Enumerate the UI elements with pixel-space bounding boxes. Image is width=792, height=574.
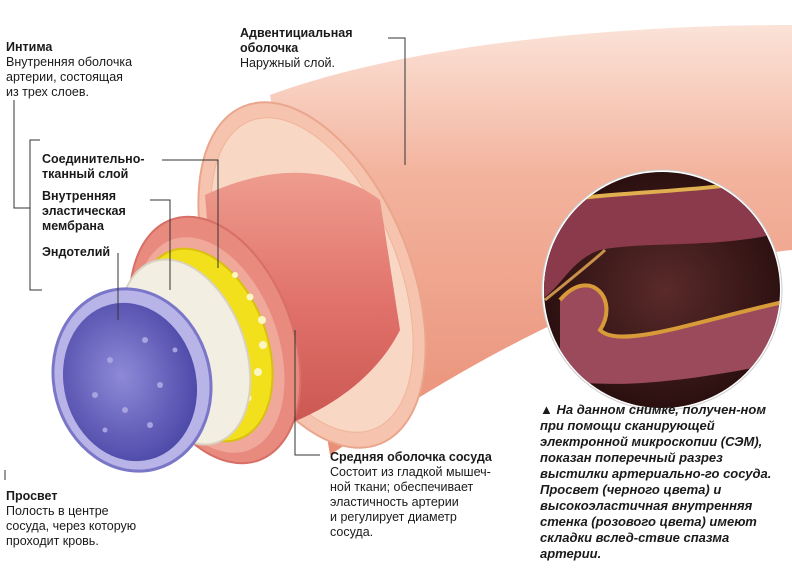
label-endothelium: Эндотелий [42, 245, 111, 259]
lumen-desc: Полость в центре сосуда, через которую п… [6, 504, 137, 548]
label-connective-tissue: Соединительно- тканный слой [42, 152, 145, 181]
label-internal-elastic-membrane: Внутренняя эластическая мембрана [42, 189, 126, 233]
label-lumen: Просвет Полость в центре сосуда, через к… [6, 489, 136, 549]
adventitia-desc: Наружный слой. [240, 56, 335, 70]
leader-lines [4, 37, 406, 480]
label-media: Средняя оболочка сосуда Состоит из гладк… [330, 450, 492, 540]
lumen-title: Просвет [6, 489, 58, 503]
intima-desc: Внутренняя оболочка артерии, состоящая и… [6, 55, 133, 99]
media-title: Средняя оболочка сосуда [330, 450, 492, 464]
sem-caption: ▲ На данном снимке, получен-ном при помо… [540, 402, 772, 561]
label-adventitia: Адвентициальная оболочка Наружный слой. [240, 26, 353, 71]
adventitia-title: Адвентициальная оболочка [240, 26, 353, 55]
sem-micrograph [541, 169, 783, 411]
label-intima: Интима Внутренняя оболочка артерии, сост… [6, 40, 132, 100]
endothelium-lumen [51, 287, 213, 473]
media-desc: Состоит из гладкой мышеч- ной ткани; обе… [330, 465, 491, 539]
intima-title: Интима [6, 40, 53, 54]
